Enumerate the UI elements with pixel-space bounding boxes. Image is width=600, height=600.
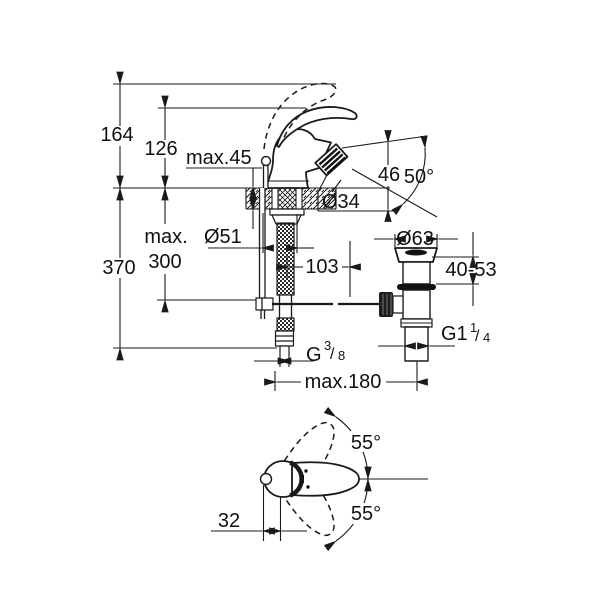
waste-thread-slash: / [475,328,480,345]
dim-handle-offset: 32 [211,485,307,541]
threaded-shank [269,185,305,225]
knob-stem-mask [263,165,268,188]
rod-lines [258,188,266,298]
hose-connector-nut [274,330,295,347]
dim-label-deck-thickness: max.45 [186,147,252,169]
hose-braid-upper [276,222,295,296]
rod-mask [259,188,265,298]
waste-knob-knurl [382,294,392,315]
label-mask [347,503,385,524]
waste-plug [405,249,427,256]
handle-top-view: 55° 55° [259,406,428,552]
knob-stem [262,165,269,188]
dim-spout-projection: 103 [276,241,361,297]
supply-hose [274,222,295,362]
pull-rod-knob [260,155,272,167]
lever-handle [276,106,358,148]
handle-dot [306,485,310,489]
dim-label-handle-swing-up: 55° [351,432,381,454]
waste-port [392,295,404,314]
pull-rod [255,188,274,319]
dim-label-waste-mount-range: 40-53 [445,259,496,281]
dim-label-pull-rod-2: 300 [148,251,181,273]
dim-waste-flange-diameter: Ø63 [374,228,458,250]
dim-deck-thickness: max.45 [186,147,262,229]
reference-lines [113,83,390,349]
dim-base-diameter: Ø51 [204,213,314,253]
label-mask [347,431,385,452]
hose-plain [278,295,293,318]
label-aerator-diameter: Ø34 [317,172,396,213]
pull-rod-tee [255,297,274,311]
dim-label-aerator-diameter: Ø34 [322,191,360,213]
dim-label-handle-swing-down: 55° [351,503,381,525]
lever-handle-raised [263,82,337,150]
waste-neck [402,261,431,285]
dim-label-pull-rod-1: max. [144,226,187,248]
dim-label-body-height: 126 [144,138,177,160]
dim-label-spout-projection: 103 [305,256,338,278]
dim-label-spout-angle: 50° [404,166,434,188]
waste-thread-main: G1 [441,323,468,345]
handle-dot [304,469,308,473]
dim-label-outlet-height: 46 [378,164,400,186]
supply-thread-sub: 8 [338,348,345,363]
dim-total-height: 164 [100,71,134,201]
waste-thread-sub: 4 [483,330,490,345]
waste-valve [272,247,438,391]
dim-waste-mount-range: 40-53 [432,232,497,306]
deck-section-right [302,188,336,209]
waste-tailpipe [404,326,429,362]
waste-gasket [397,284,436,290]
dim-label-handle-offset: 32 [218,510,240,532]
faucet [260,82,358,189]
handle-front-detail [259,472,273,486]
supply-thread-stub [279,345,290,362]
waste-thread-sup: 1 [470,320,477,335]
spout-aerator [314,143,349,177]
dim-label-total-height: 164 [100,124,133,146]
nut-detail [275,335,294,342]
tee-detail [260,298,266,319]
supply-thread-slash: / [330,346,335,363]
dim-spout-angle: 50° [351,135,438,218]
hose-braid-lower [276,317,295,332]
waste-body [402,289,431,320]
dim-label-waste-flange-diameter: Ø63 [396,228,434,250]
dim-label-hose-reach: max.180 [305,371,382,393]
dim-hose-reach: max.180 [264,371,428,393]
handle-slot [300,474,304,484]
dim-label-installation-depth: 370 [102,257,135,279]
washer [269,208,305,216]
dim-installation-depth: 370 [102,175,136,361]
dim-body-height: 126 [144,95,178,201]
supply-thread-main: G [306,344,322,366]
dim-label-base-diameter: Ø51 [204,226,242,248]
shank-thread [277,185,297,210]
supply-thread-sup: 3 [324,338,331,353]
label-supply-thread: G 3 / 8 [254,338,345,367]
label-waste-thread: G1 1 / 4 [378,320,490,350]
dim-pull-rod: max. 300 [144,175,188,313]
